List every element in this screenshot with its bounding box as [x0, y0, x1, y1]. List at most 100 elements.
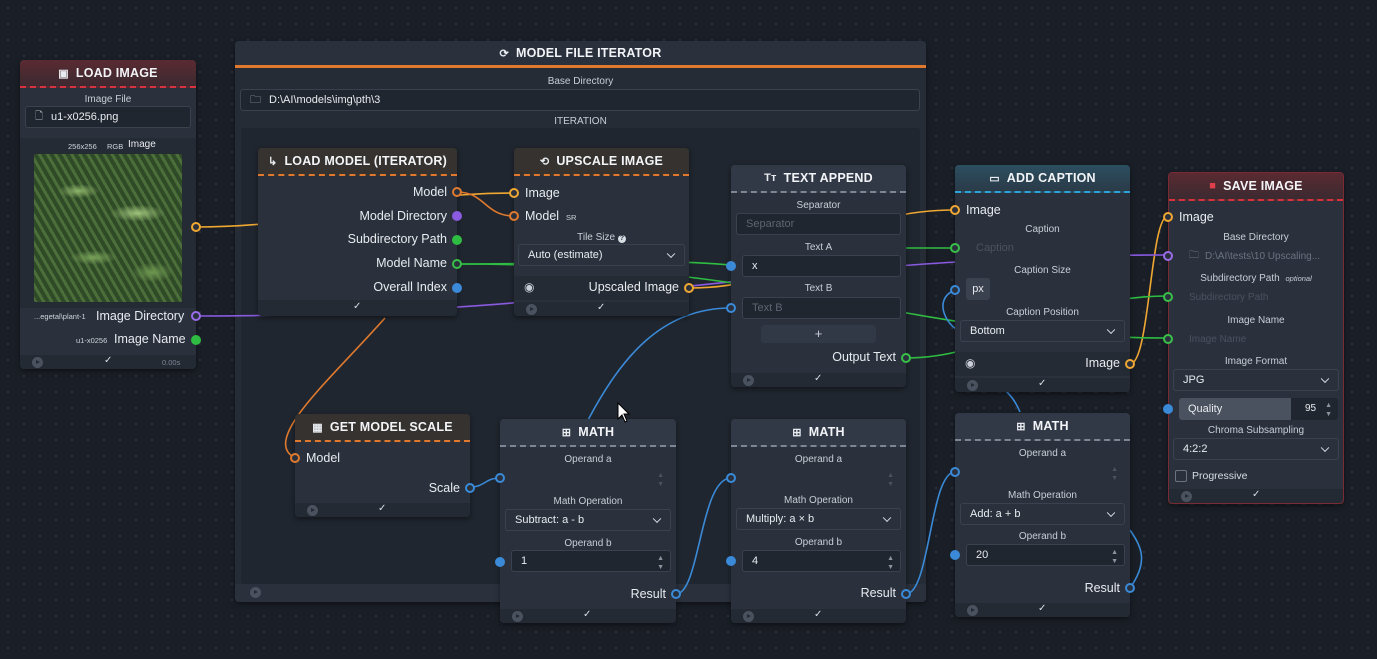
image-output-port[interactable]	[1125, 359, 1135, 369]
upscaled-image-port[interactable]	[684, 283, 694, 293]
model-name-port[interactable]	[452, 259, 462, 269]
run-icon[interactable]	[1181, 491, 1192, 502]
upscale-image-node[interactable]: ⟲ UPSCALE IMAGE Image Model SR Tile Size…	[509, 148, 694, 316]
base-directory-field[interactable]: 🗀 D:\AI\models\img\pth\3	[240, 89, 920, 111]
run-icon[interactable]	[967, 605, 978, 616]
math-operation-select[interactable]: Subtract: a - b	[505, 509, 671, 531]
math-header[interactable]: ⊞ MATH	[731, 419, 906, 447]
load-image-header[interactable]: ▣ LOAD IMAGE	[20, 60, 196, 88]
run-icon[interactable]	[967, 380, 978, 391]
caption-port[interactable]	[950, 243, 960, 253]
tile-size-select[interactable]: Auto (estimate)	[518, 244, 685, 266]
run-icon[interactable]	[743, 611, 754, 622]
run-icon[interactable]	[250, 587, 261, 598]
result-output-port[interactable]	[901, 589, 911, 599]
image-format-select[interactable]: JPG	[1173, 369, 1339, 391]
operand-a-port[interactable]	[495, 473, 505, 483]
quality-slider[interactable]: Quality 95 ▲▼	[1179, 398, 1338, 420]
operand-a-field[interactable]: ▲▼	[966, 461, 1125, 483]
result-output-port[interactable]	[1125, 583, 1135, 593]
upscale-image-header[interactable]: ⟲ UPSCALE IMAGE	[514, 148, 689, 176]
run-icon[interactable]	[743, 375, 754, 386]
text-icon: Tт	[764, 172, 777, 184]
run-icon[interactable]	[32, 357, 43, 368]
load-image-node[interactable]: ▣ LOAD IMAGE Image File 🗋 u1-x0256.png 2…	[20, 60, 201, 369]
add-caption-header[interactable]: ▭ ADD CAPTION	[955, 165, 1130, 193]
subdirectory-port[interactable]	[1163, 292, 1173, 302]
load-model-node[interactable]: ↳ LOAD MODEL (ITERATOR) Model Model Dire…	[258, 148, 462, 316]
calculator-icon: ⊞	[1016, 420, 1026, 433]
run-icon[interactable]	[526, 304, 537, 315]
model-input-port[interactable]	[509, 211, 519, 221]
output-text-port[interactable]	[901, 353, 911, 363]
model-directory-port[interactable]	[452, 211, 462, 221]
image-directory-port[interactable]	[191, 311, 201, 321]
quality-port[interactable]	[1163, 404, 1173, 414]
operand-a-port[interactable]	[950, 467, 960, 477]
base-directory-port[interactable]	[1163, 251, 1173, 261]
quality-stepper-icon[interactable]: ▲▼	[1325, 402, 1332, 418]
text-a-field[interactable]: x	[742, 255, 901, 277]
separator-field[interactable]: Separator	[736, 213, 901, 235]
overall-index-port[interactable]	[452, 283, 462, 293]
base-directory-field[interactable]: 🗀 D:\AI\tests\10 Upscaling...	[1179, 245, 1338, 267]
result-output-port[interactable]	[671, 589, 681, 599]
text-b-field[interactable]: Text B	[742, 297, 901, 319]
eye-icon[interactable]: ◉	[524, 280, 535, 294]
math-operation-select[interactable]: Multiply: a × b	[736, 508, 901, 530]
get-model-scale-node[interactable]: ▦ GET MODEL SCALE Model Scale ✓	[290, 414, 475, 517]
stepper-icon[interactable]: ▲▼	[1111, 549, 1118, 565]
run-icon[interactable]	[307, 505, 318, 516]
caption-size-port[interactable]	[950, 285, 960, 295]
operand-a-field[interactable]: ▲▼	[742, 467, 901, 489]
image-name-field[interactable]: Image Name	[1179, 328, 1338, 350]
save-image-node[interactable]: ■ SAVE IMAGE Image Base Directory 🗀 D:\A…	[1163, 172, 1344, 504]
eye-icon[interactable]: ◉	[965, 356, 976, 370]
math-header[interactable]: ⊞ MATH	[500, 419, 676, 447]
get-model-scale-header[interactable]: ▦ GET MODEL SCALE	[295, 414, 470, 442]
caption-position-select[interactable]: Bottom	[960, 320, 1125, 342]
caption-field[interactable]: Caption	[966, 237, 1125, 259]
load-model-header[interactable]: ↳ LOAD MODEL (ITERATOR)	[258, 148, 457, 176]
operand-a-port[interactable]	[726, 473, 736, 483]
image-output-port[interactable]	[191, 222, 201, 232]
text-append-header[interactable]: Tт TEXT APPEND	[731, 165, 906, 193]
model-input-port[interactable]	[290, 453, 300, 463]
chroma-select[interactable]: 4:2:2	[1173, 438, 1339, 460]
math-operation-select[interactable]: Add: a + b	[960, 503, 1125, 525]
model-output-port[interactable]	[452, 187, 462, 197]
image-input-port[interactable]	[509, 188, 519, 198]
subdirectory-field[interactable]: Subdirectory Path	[1179, 286, 1338, 308]
operand-b-field[interactable]: 1 ▲▼	[511, 550, 671, 572]
text-b-port[interactable]	[726, 303, 736, 313]
math-node-2[interactable]: ⊞ MATH Operand a ▲▼ Math Operation Multi…	[726, 419, 911, 623]
math-node-3[interactable]: ⊞ MATH Operand a ▲▼ Math Operation Add: …	[950, 413, 1135, 617]
stepper-icon[interactable]: ▲▼	[657, 555, 664, 571]
progressive-checkbox[interactable]	[1175, 470, 1187, 482]
operand-b-field[interactable]: 4 ▲▼	[742, 550, 901, 572]
model-file-iterator-header[interactable]: ⟳ MODEL FILE ITERATOR	[235, 41, 926, 68]
add-input-button[interactable]: +	[761, 325, 876, 343]
folder-icon: 🗀	[1189, 249, 1199, 261]
save-image-header[interactable]: ■ SAVE IMAGE	[1169, 173, 1343, 201]
operand-b-field[interactable]: 20 ▲▼	[966, 544, 1125, 566]
image-input-port[interactable]	[950, 205, 960, 215]
text-append-node[interactable]: Tт TEXT APPEND Separator Separator Text …	[726, 165, 911, 387]
operand-b-port[interactable]	[950, 550, 960, 560]
math-node-1[interactable]: ⊞ MATH Operand a ▲▼ Math Operation Subtr…	[495, 419, 681, 623]
image-name-port[interactable]	[1163, 334, 1173, 344]
add-caption-node[interactable]: ▭ ADD CAPTION Image Caption Caption Capt…	[950, 165, 1135, 392]
caption-size-unit[interactable]: px	[966, 278, 990, 300]
text-a-port[interactable]	[726, 261, 736, 271]
math-header[interactable]: ⊞ MATH	[955, 413, 1130, 441]
image-input-port[interactable]	[1163, 212, 1173, 222]
operand-b-port[interactable]	[726, 556, 736, 566]
scale-output-port[interactable]	[465, 483, 475, 493]
image-name-port[interactable]	[191, 335, 201, 345]
subdirectory-path-port[interactable]	[452, 235, 462, 245]
stepper-icon[interactable]: ▲▼	[887, 555, 894, 571]
image-file-field[interactable]: 🗋 u1-x0256.png	[25, 106, 191, 128]
run-icon[interactable]	[512, 611, 523, 622]
operand-a-field[interactable]: ▲▼	[511, 467, 671, 489]
operand-b-port[interactable]	[495, 557, 505, 567]
